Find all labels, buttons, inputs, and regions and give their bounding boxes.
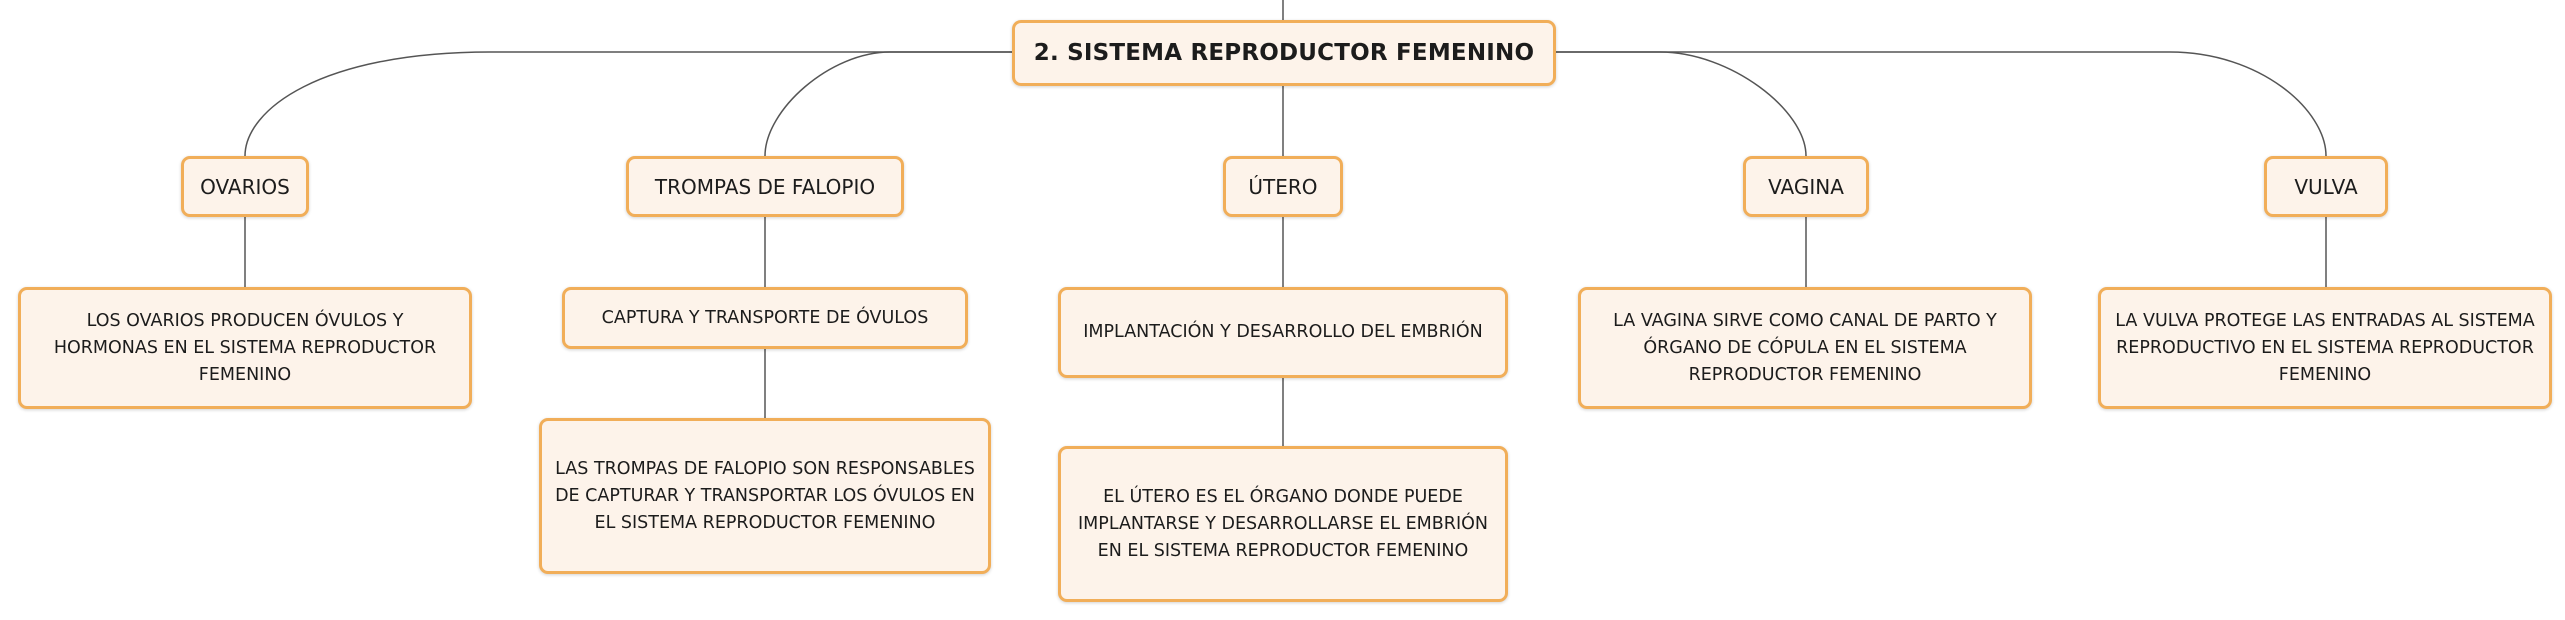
branch-utero[interactable]: ÚTERO: [1223, 156, 1343, 217]
detail-vagina[interactable]: LA VAGINA SIRVE COMO CANAL DE PARTO Y ÓR…: [1578, 287, 2032, 409]
detail-trompas-2[interactable]: LAS TROMPAS DE FALOPIO SON RESPONSABLES …: [539, 418, 991, 574]
detail-utero-1[interactable]: IMPLANTACIÓN Y DESARROLLO DEL EMBRIÓN: [1058, 287, 1508, 378]
branch-label: TROMPAS DE FALOPIO: [654, 174, 876, 199]
detail-ovarios[interactable]: LOS OVARIOS PRODUCEN ÓVULOS Y HORMONAS E…: [18, 287, 472, 409]
connector-root-trompas: [764, 51, 1012, 157]
connector-root-ovarios: [244, 51, 1012, 157]
branch-vulva[interactable]: VULVA: [2264, 156, 2388, 217]
branch-label: ÚTERO: [1248, 174, 1318, 199]
root-label: 2. SISTEMA REPRODUCTOR FEMENINO: [1033, 40, 1535, 66]
root-node[interactable]: 2. SISTEMA REPRODUCTOR FEMENINO: [1012, 20, 1556, 86]
branch-label: VAGINA: [1768, 174, 1844, 199]
detail-text: EL ÚTERO ES EL ÓRGANO DONDE PUEDE IMPLAN…: [1078, 486, 1488, 561]
detail-text: IMPLANTACIÓN Y DESARROLLO DEL EMBRIÓN: [1083, 322, 1483, 342]
connector-root-vulva: [1556, 51, 2327, 157]
branch-trompas-de-falopio[interactable]: TROMPAS DE FALOPIO: [626, 156, 904, 217]
detail-text: LAS TROMPAS DE FALOPIO SON RESPONSABLES …: [555, 458, 975, 533]
detail-text: LA VULVA PROTEGE LAS ENTRADAS AL SISTEMA…: [2115, 310, 2535, 385]
connector-root-vagina: [1556, 51, 1807, 157]
detail-text: LA VAGINA SIRVE COMO CANAL DE PARTO Y ÓR…: [1613, 310, 1997, 385]
detail-utero-2[interactable]: EL ÚTERO ES EL ÓRGANO DONDE PUEDE IMPLAN…: [1058, 446, 1508, 602]
branch-ovarios[interactable]: OVARIOS: [181, 156, 309, 217]
branch-label: OVARIOS: [200, 174, 290, 199]
detail-trompas-1[interactable]: CAPTURA Y TRANSPORTE DE ÓVULOS: [562, 287, 968, 349]
branch-label: VULVA: [2294, 174, 2358, 199]
detail-text: CAPTURA Y TRANSPORTE DE ÓVULOS: [601, 307, 929, 328]
detail-vulva[interactable]: LA VULVA PROTEGE LAS ENTRADAS AL SISTEMA…: [2098, 287, 2552, 409]
branch-vagina[interactable]: VAGINA: [1743, 156, 1869, 217]
detail-text: LOS OVARIOS PRODUCEN ÓVULOS Y HORMONAS E…: [53, 310, 437, 385]
